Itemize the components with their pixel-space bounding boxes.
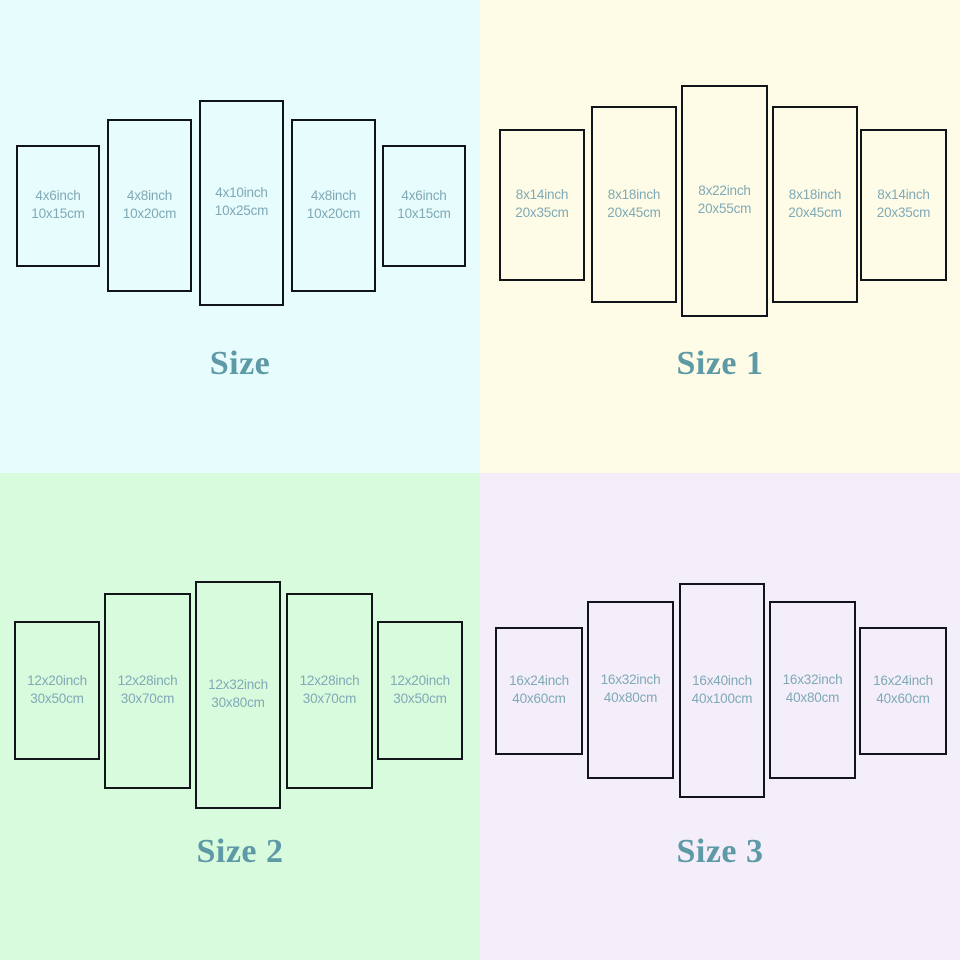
- canvas-panel[interactable]: 8x18inch 20x45cm: [591, 106, 677, 303]
- panel-size-label: 12x20inch 30x50cm: [27, 672, 87, 708]
- panel-size-cm: 40x80cm: [785, 690, 840, 705]
- panel-size-label: 16x24inch 40x60cm: [873, 672, 933, 708]
- panel-size-inch: 12x28inch: [117, 673, 178, 689]
- canvas-panel[interactable]: 4x10inch 10x25cm: [199, 100, 284, 306]
- panel-size-cm: 30x70cm: [302, 691, 357, 706]
- panel-size-label: 12x32inch 30x80cm: [208, 676, 268, 712]
- quadrant-title-size-3: Size 3: [676, 833, 764, 870]
- panel-size-cm: 30x50cm: [393, 690, 447, 706]
- panel-size-label: 16x40inch 40x100cm: [692, 672, 753, 708]
- panel-size-inch: 12x20inch: [27, 672, 87, 688]
- panel-size-label: 12x28inch 30x70cm: [300, 672, 360, 708]
- panel-stage-size-1: 8x14inch 20x35cm 8x18inch 20x45cm 8x22inch 20…: [480, 0, 960, 473]
- quadrant-size[interactable]: 4x6inch 10x15cm 4x8inch 10x20cm 4x10inch 10x2…: [0, 0, 480, 473]
- canvas-panel[interactable]: 12x20inch 30x50cm: [14, 621, 100, 760]
- panel-size-label: 16x32inch 40x80cm: [601, 671, 661, 707]
- panel-size-label: 16x24inch 40x60cm: [509, 672, 569, 708]
- panel-size-label: 4x6inch 10x15cm: [31, 187, 85, 223]
- panel-size-cm: 20x35cm: [515, 205, 569, 220]
- canvas-panel[interactable]: 4x6inch 10x15cm: [382, 145, 466, 267]
- panel-size-inch: 12x20inch: [390, 672, 450, 688]
- panel-stage-size: 4x6inch 10x15cm 4x8inch 10x20cm 4x10inch 10x2…: [0, 0, 480, 473]
- panel-size-inch: 4x8inch: [126, 187, 173, 203]
- panel-size-label: 4x6inch 10x15cm: [397, 187, 451, 223]
- panel-size-label: 8x14inch 20x35cm: [515, 186, 569, 222]
- canvas-panel[interactable]: 4x6inch 10x15cm: [16, 145, 100, 267]
- panel-size-cm: 30x50cm: [30, 690, 84, 706]
- canvas-panel[interactable]: 8x18inch 20x45cm: [772, 106, 858, 303]
- panel-size-label: 12x20inch 30x50cm: [390, 672, 450, 708]
- panel-size-inch: 16x32inch: [600, 672, 661, 688]
- panel-size-cm: 40x80cm: [603, 690, 658, 705]
- panel-size-label: 8x18inch 20x45cm: [788, 186, 842, 222]
- canvas-panel[interactable]: 16x24inch 40x60cm: [859, 627, 947, 755]
- panel-size-inch: 4x10inch: [215, 185, 268, 201]
- panel-size-cm: 20x35cm: [876, 205, 931, 220]
- panel-size-cm: 40x60cm: [512, 691, 566, 706]
- panel-size-label: 8x22inch 20x55cm: [697, 182, 752, 218]
- panel-stage-size-3: 16x24inch 40x60cm 16x32inch 40x80cm 16x40inc…: [480, 473, 960, 960]
- quadrant-title-size-2: Size 2: [196, 833, 284, 870]
- panel-size-inch: 16x40inch: [692, 672, 752, 688]
- panel-size-inch: 12x28inch: [299, 673, 360, 689]
- panel-size-cm: 10x15cm: [31, 206, 85, 221]
- panel-size-label: 4x8inch 10x20cm: [122, 187, 177, 223]
- panel-size-inch: 16x32inch: [782, 672, 843, 688]
- canvas-panel[interactable]: 8x14inch 20x35cm: [499, 129, 585, 281]
- panel-size-inch: 8x14inch: [515, 187, 569, 203]
- canvas-panel[interactable]: 16x32inch 40x80cm: [587, 601, 674, 779]
- canvas-panel[interactable]: 12x28inch 30x70cm: [104, 593, 191, 789]
- panel-size-label: 8x18inch 20x45cm: [607, 186, 661, 222]
- quadrant-title-size: Size: [209, 345, 271, 382]
- canvas-panel[interactable]: 8x14inch 20x35cm: [860, 129, 947, 281]
- canvas-panel[interactable]: 16x40inch 40x100cm: [679, 583, 765, 798]
- panel-size-cm: 20x55cm: [697, 201, 752, 216]
- panel-size-cm: 20x45cm: [607, 204, 661, 220]
- quadrant-size-3[interactable]: 16x24inch 40x60cm 16x32inch 40x80cm 16x40inc…: [480, 473, 960, 960]
- quadrant-size-2[interactable]: 12x20inch 30x50cm 12x28inch 30x70cm 12x32inc…: [0, 473, 480, 960]
- panel-size-inch: 4x6inch: [35, 188, 81, 204]
- panel-size-label: 4x8inch 10x20cm: [306, 187, 361, 223]
- canvas-panel[interactable]: 16x24inch 40x60cm: [495, 627, 583, 755]
- panel-size-cm: 40x60cm: [876, 691, 930, 706]
- panel-size-label: 4x10inch 10x25cm: [214, 184, 269, 220]
- panel-size-cm: 10x20cm: [306, 205, 361, 221]
- panel-size-cm: 20x45cm: [788, 204, 842, 220]
- panel-size-inch: 16x24inch: [873, 673, 933, 689]
- panel-size-cm: 40x100cm: [691, 690, 753, 706]
- panel-size-label: 8x14inch 20x35cm: [876, 186, 931, 222]
- canvas-panel[interactable]: 4x8inch 10x20cm: [107, 119, 192, 292]
- panel-size-label: 16x32inch 40x80cm: [783, 671, 843, 707]
- quadrant-title-size-1: Size 1: [676, 345, 764, 382]
- canvas-panel[interactable]: 16x32inch 40x80cm: [769, 601, 856, 779]
- panel-size-inch: 8x18inch: [788, 186, 842, 202]
- panel-size-label: 12x28inch 30x70cm: [118, 672, 178, 708]
- canvas-panel[interactable]: 12x32inch 30x80cm: [195, 581, 281, 809]
- quadrant-size-1[interactable]: 8x14inch 20x35cm 8x18inch 20x45cm 8x22inch 20…: [480, 0, 960, 473]
- panel-size-cm: 10x20cm: [122, 205, 177, 221]
- canvas-panel[interactable]: 8x22inch 20x55cm: [681, 85, 768, 317]
- canvas-panel[interactable]: 12x20inch 30x50cm: [377, 621, 463, 760]
- panel-size-inch: 8x18inch: [607, 186, 661, 202]
- panel-size-inch: 4x6inch: [401, 188, 447, 204]
- panel-size-inch: 4x8inch: [310, 187, 357, 203]
- panel-size-cm: 30x70cm: [120, 691, 175, 706]
- panel-size-cm: 10x15cm: [397, 206, 451, 221]
- panel-size-inch: 8x14inch: [877, 187, 930, 203]
- canvas-panel[interactable]: 4x8inch 10x20cm: [291, 119, 376, 292]
- panel-size-inch: 8x22inch: [698, 183, 751, 199]
- panel-stage-size-2: 12x20inch 30x50cm 12x28inch 30x70cm 12x32inc…: [0, 473, 480, 960]
- panel-size-inch: 16x24inch: [509, 673, 569, 689]
- panel-size-inch: 12x32inch: [208, 677, 268, 693]
- panel-size-cm: 10x25cm: [214, 203, 269, 218]
- panel-size-cm: 30x80cm: [211, 695, 265, 710]
- canvas-panel[interactable]: 12x28inch 30x70cm: [286, 593, 373, 789]
